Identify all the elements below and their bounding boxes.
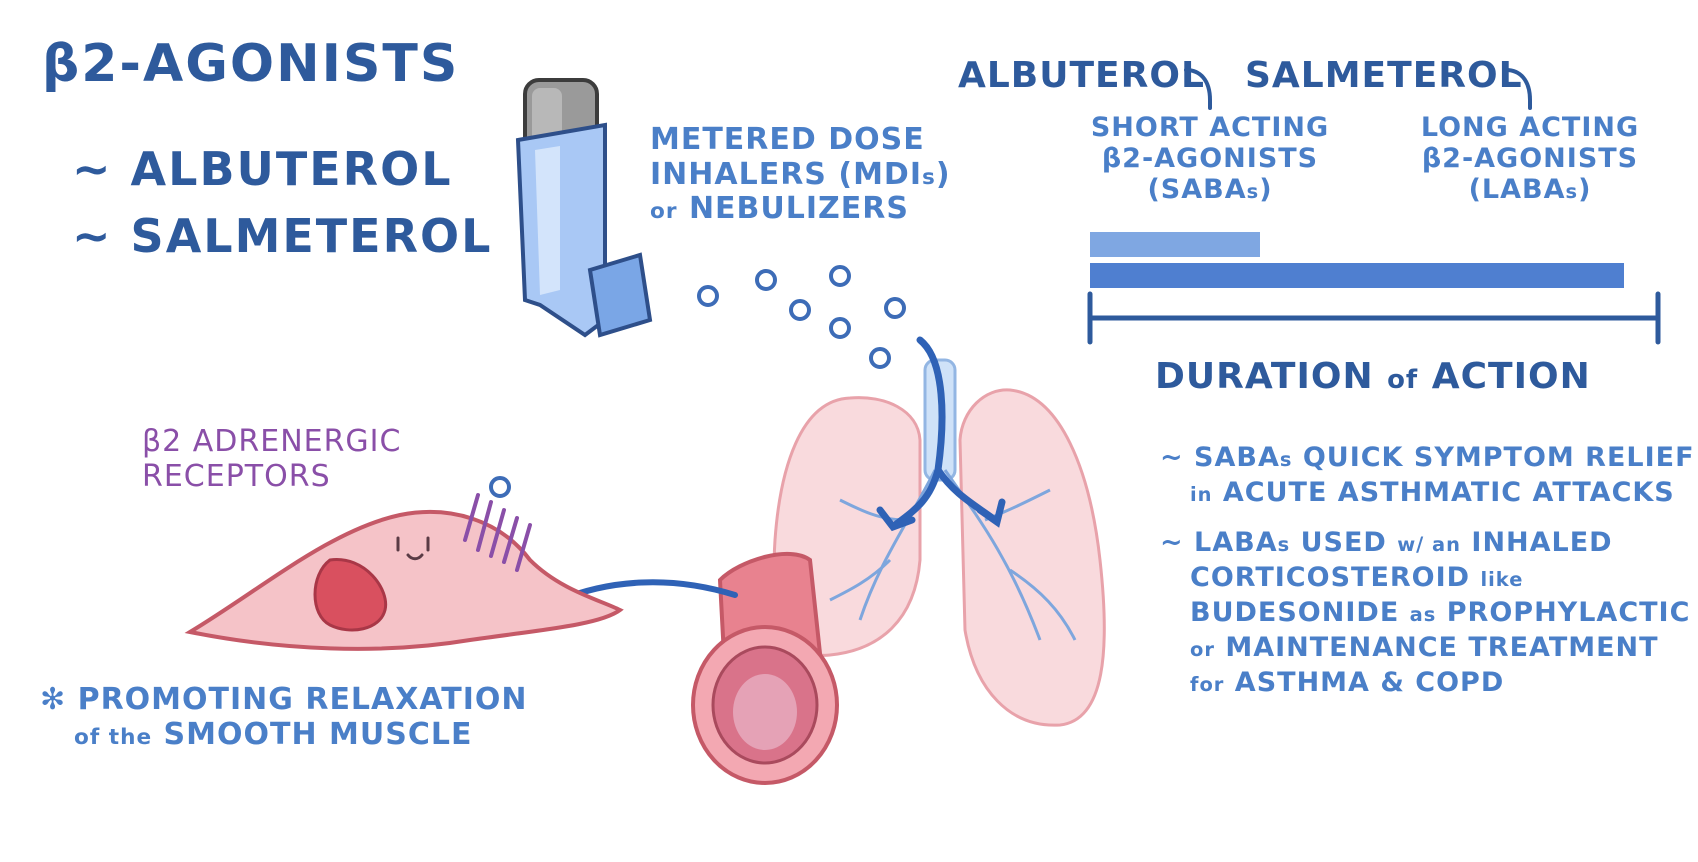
drug-list-item-albuterol: ~ ALBUTEROL: [72, 142, 453, 196]
aerosol-droplets: [489, 265, 906, 498]
smooth-muscle-cell: [184, 493, 624, 651]
star-icon: ✻: [40, 682, 67, 717]
page-title: β2-AGONISTS: [42, 34, 460, 94]
delivery-line-3: or NEBULIZERS: [650, 191, 910, 226]
delivery-line-1: METERED DOSE: [650, 122, 925, 157]
airflow-arrows: [876, 336, 1006, 532]
saba-note: ~ SABAs QUICK SYMPTOM RELIEF in ACUTE AS…: [1160, 442, 1695, 509]
duration-bars: [1090, 232, 1624, 288]
receptor-label: β2 ADRENERGIC RECEPTORS: [142, 424, 402, 494]
short-drug-name: ALBUTEROL: [958, 55, 1205, 96]
duration-axis: [1087, 291, 1661, 345]
long-drug-name: SALMETEROL: [1245, 55, 1523, 96]
delivery-label: METERED DOSE INHALERS (MDIs) or NEBULIZE…: [650, 122, 951, 227]
short-acting-label: SHORT ACTING β2-AGONISTS (SABAs): [1090, 112, 1330, 206]
short-acting-bar: [1090, 232, 1260, 257]
effect-label: ✻ PROMOTING RELAXATION of the SMOOTH MUS…: [40, 682, 528, 752]
long-acting-bar: [1090, 263, 1624, 288]
bronchiole-illustration: [691, 551, 839, 785]
drug-hook-arrows: [1184, 68, 1532, 110]
laba-note: ~ LABAs USED w/ an INHALED CORTICOSTEROI…: [1160, 527, 1691, 699]
drug-list-item-salmeterol: ~ SALMETEROL: [72, 209, 493, 263]
inhaler-illustration: [515, 78, 653, 338]
long-acting-label: LONG ACTING β2-AGONISTS (LABAs): [1420, 112, 1640, 206]
receptor-lines: [463, 493, 532, 572]
duration-axis-label: DURATION of ACTION: [1155, 356, 1591, 397]
delivery-line-2: INHALERS (MDIs): [650, 156, 951, 192]
